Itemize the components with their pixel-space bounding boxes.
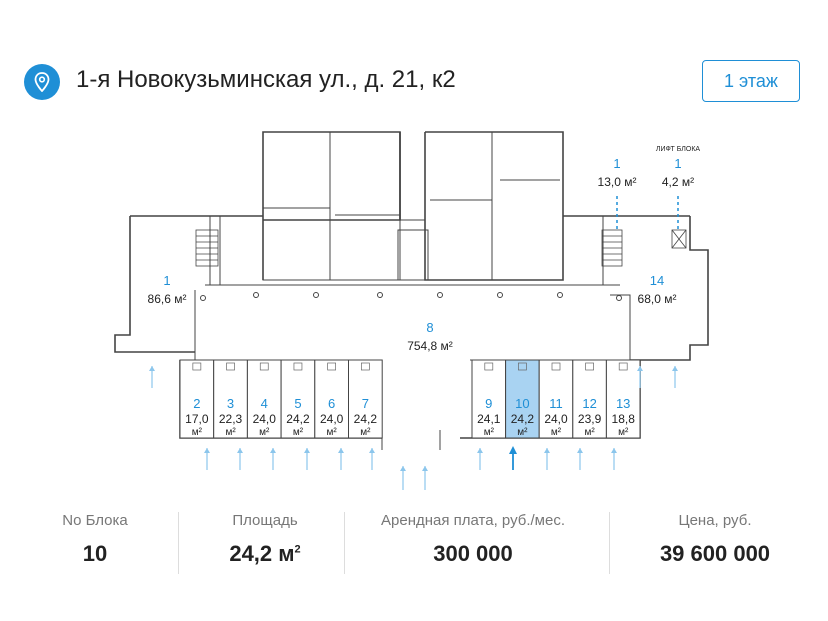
block-number-stat: No Блока 10 [45, 512, 145, 567]
room-number: 14 [650, 273, 664, 288]
block-unit: м² [551, 427, 562, 438]
location-pin-icon [24, 64, 60, 100]
block-number: 11 [549, 396, 563, 411]
price-label: Цена, руб. [678, 512, 752, 529]
block-number: 12 [582, 396, 596, 411]
block-6[interactable]: 624,0м² [314, 359, 349, 439]
entrance-arrow-icon [149, 366, 155, 388]
rent-value: 300 000 [433, 541, 513, 566]
block-area: 24,2 [354, 412, 378, 426]
floor-plan: 1 86,6 м² 8 754,8 м² 14 68,0 м² 1 13,0 м² 1 4,2 м… [0, 120, 828, 500]
divider [609, 512, 610, 574]
lift-label: ЛИФТ БЛОКА [656, 146, 700, 153]
entrance-arrow-icon [672, 366, 678, 388]
block-number-value: 10 [82, 541, 108, 566]
room-area: 754,8 м² [407, 339, 453, 353]
block-area: 24,2 [511, 412, 535, 426]
entrance-arrow-icon [270, 448, 276, 470]
room-number: 1 [163, 273, 170, 288]
entrance-arrow-icon [611, 448, 617, 470]
entrance-arrow-icon [369, 448, 375, 470]
block-unit: м² [484, 427, 495, 438]
block-unit: м² [360, 427, 371, 438]
block-number: 13 [616, 396, 630, 411]
entrance-arrow-icon [577, 448, 583, 470]
room-number: 8 [426, 320, 433, 335]
price-stat: Цена, руб. 39 600 000 [620, 512, 810, 567]
entrance-arrow-icon [338, 448, 344, 470]
block-number: 7 [362, 396, 369, 411]
entrance-arrow-icon [400, 466, 406, 490]
entrance-arrow-icon [304, 448, 310, 470]
block-unit: м² [192, 427, 203, 438]
block-5[interactable]: 524,2м² [280, 359, 316, 439]
block-3[interactable]: 322,3м² [213, 359, 248, 439]
entrance-arrow-icon [204, 448, 210, 470]
selected-entrance-arrow-icon [509, 446, 517, 470]
divider [178, 512, 179, 574]
block-unit: м² [618, 427, 629, 438]
block-area: 18,8 [612, 412, 636, 426]
address-title: 1-я Новокузьминская ул., д. 21, к2 [76, 66, 456, 93]
block-number: 6 [328, 396, 335, 411]
block-unit: м² [259, 427, 270, 438]
stats-bar: No Блока 10 Площадь 24,2 м2 Арендная пла… [0, 500, 828, 621]
block-number: 3 [227, 396, 234, 411]
block-area: 17,0 [185, 412, 209, 426]
price-value: 39 600 000 [659, 541, 771, 566]
block-9[interactable]: 924,1м² [471, 359, 507, 439]
block-2[interactable]: 217,0м² [179, 359, 215, 439]
floor-selector-button[interactable]: 1 этаж [702, 60, 800, 102]
block-number: 4 [261, 396, 268, 411]
area-label: Площадь [232, 512, 298, 529]
block-unit: м² [517, 427, 528, 438]
block-number-label: No Блока [62, 512, 128, 529]
block-number: 5 [294, 396, 301, 411]
header: 1-я Новокузьминская ул., д. 21, к2 1 эта… [0, 0, 828, 120]
room-number: 1 [674, 156, 681, 171]
room-area: 86,6 м² [148, 292, 187, 306]
area-number: 24,2 м [229, 541, 295, 566]
block-number: 9 [485, 396, 492, 411]
room-area: 4,2 м² [662, 175, 694, 189]
entrance-arrow-icon [637, 366, 643, 388]
block-number: 10 [515, 396, 529, 411]
block-unit: м² [293, 427, 304, 438]
block-area: 24,2 [286, 412, 310, 426]
floor-plan-drawing: 1 86,6 м² 8 754,8 м² 14 68,0 м² 1 13,0 м² 1 4,2 м… [114, 131, 709, 490]
area-unit-sup: 2 [294, 543, 301, 556]
room-area: 13,0 м² [598, 175, 637, 189]
wall [262, 131, 401, 280]
block-7[interactable]: 724,2м² [348, 359, 383, 439]
room-number: 1 [613, 156, 620, 171]
rent-label: Арендная плата, руб./мес. [381, 512, 565, 529]
block-4[interactable]: 424,0м² [246, 359, 282, 439]
room-area: 68,0 м² [638, 292, 677, 306]
block-unit: м² [584, 427, 595, 438]
block-area: 22,3 [219, 412, 243, 426]
block-area: 24,1 [477, 412, 501, 426]
block-area: 24,0 [544, 412, 568, 426]
area-value: 24,2 м2 [195, 541, 335, 567]
entrance-arrow-icon [477, 448, 483, 470]
block-area: 24,0 [253, 412, 277, 426]
divider [344, 512, 345, 574]
block-area: 24,0 [320, 412, 344, 426]
block-unit: м² [225, 427, 236, 438]
area-stat: Площадь 24,2 м2 [195, 512, 335, 567]
entrance-arrow-icon [544, 448, 550, 470]
block-unit: м² [327, 427, 338, 438]
block-number: 2 [193, 396, 200, 411]
entrance-arrow-icon [237, 448, 243, 470]
rent-stat: Арендная плата, руб./мес. 300 000 [352, 512, 594, 567]
entrance-arrow-icon [422, 466, 428, 490]
block-area: 23,9 [578, 412, 602, 426]
